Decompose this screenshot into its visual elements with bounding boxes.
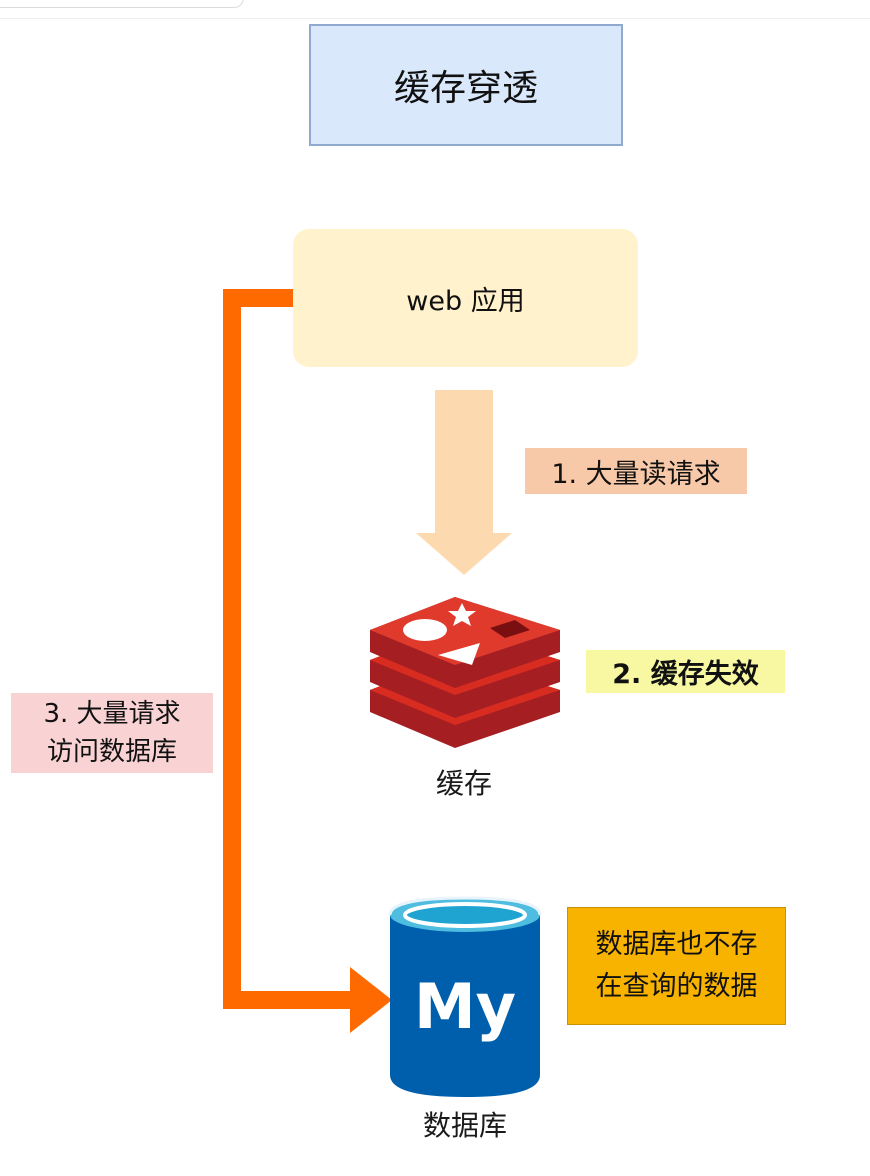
step3-label: 3. 大量请求 访问数据库 (11, 693, 213, 773)
step1-label: 1. 大量读请求 (525, 448, 747, 494)
database-caption: 数据库 (422, 1109, 507, 1142)
step3-label-line2: 访问数据库 (46, 737, 177, 767)
diagram-title: 缓存穿透 (309, 24, 623, 146)
redis-logo-icon (370, 597, 560, 748)
read-arrow-head (416, 533, 512, 575)
db-note-line1: 数据库也不存 (595, 929, 758, 960)
db-request-arrow-head (350, 967, 392, 1033)
step2-label: 2. 缓存失效 (586, 650, 785, 693)
cache-caption: 缓存 (435, 767, 492, 800)
db-request-arrow-line (223, 289, 358, 1009)
db-note-label: 数据库也不存 在查询的数据 (567, 907, 786, 1025)
db-note-line2: 在查询的数据 (595, 971, 758, 1002)
mysql-logo-text: My (414, 970, 516, 1043)
read-arrow-shaft (435, 390, 493, 535)
step3-label-line1: 3. 大量请求 (43, 699, 181, 729)
mysql-database-icon: My (388, 896, 542, 1097)
top-strip (0, 0, 870, 19)
web-app-node: web 应用 (293, 229, 638, 367)
